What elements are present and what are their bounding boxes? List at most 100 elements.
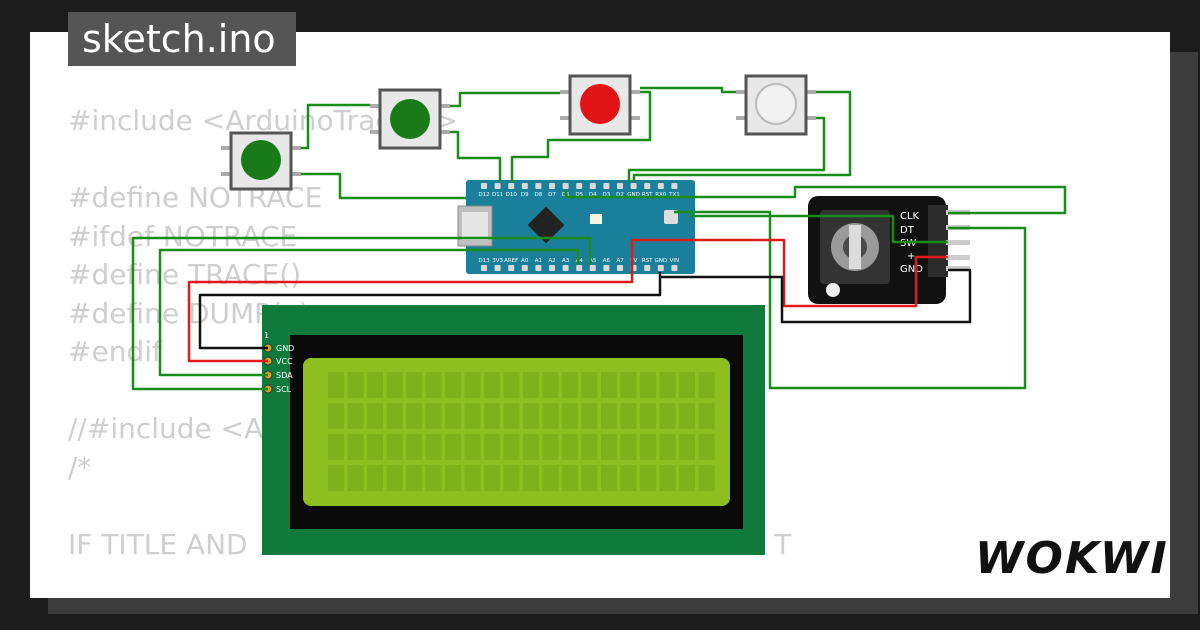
lcd-char-cell [484, 372, 500, 398]
wire [632, 90, 852, 182]
arduino-pin-label: RX0 [655, 192, 667, 198]
lcd-char-cell [659, 372, 676, 398]
lcd-char-cell [659, 465, 676, 491]
lcd-char-cell [640, 434, 656, 460]
arduino-pin-label: VIN [670, 258, 680, 264]
lcd-char-cell [347, 403, 364, 429]
rotary-encoder[interactable]: CLK DT SW + GND [808, 196, 970, 304]
wire [564, 185, 1067, 215]
encoder-shaft-flat [849, 225, 861, 269]
encoder-pin-label: GND [900, 264, 923, 275]
lcd-char-cell [425, 434, 442, 460]
lcd-cells [328, 372, 715, 491]
lcd-char-cell [620, 434, 637, 460]
arduino-pin-label: A2 [548, 258, 555, 264]
lcd-char-cell [328, 403, 344, 429]
arduino-pin [494, 265, 501, 271]
arduino-pin [549, 265, 555, 271]
arduino-pin-label: D4 [589, 192, 597, 198]
encoder-pin-label: SW [900, 238, 916, 249]
arduino-pin-label: 3V3 [492, 258, 503, 264]
sketch-title: sketch.ino [68, 12, 296, 66]
lcd-char-cell [640, 465, 656, 491]
encoder-pin [946, 266, 970, 271]
lcd-char-cell [367, 403, 383, 429]
lcd-pin-label: VCC [276, 357, 293, 366]
arduino-pin [644, 183, 651, 189]
button-cap [390, 99, 430, 139]
lcd-char-cell [679, 465, 695, 491]
lcd-char-cell [406, 434, 422, 460]
encoder-pin [946, 255, 970, 260]
lcd-char-cell [503, 465, 520, 491]
lcd-pin-label: SCL [276, 385, 292, 394]
lcd-char-cell [542, 465, 559, 491]
lcd-char-cell [484, 403, 500, 429]
lcd-char-cell [386, 372, 403, 398]
lcd-char-cell [484, 434, 500, 460]
lcd-char-cell [698, 403, 715, 429]
wire [198, 272, 662, 350]
lcd-char-cell [386, 434, 403, 460]
arduino-pin [562, 183, 569, 189]
arduino-pin-label: RST [642, 258, 653, 264]
arduino-pin-label: D2 [616, 192, 624, 198]
lcd-char-cell [445, 403, 461, 429]
lcd-char-cell [347, 372, 364, 398]
button-green-1[interactable] [221, 131, 301, 191]
arduino-pin [617, 265, 623, 271]
arduino-pin [508, 265, 515, 271]
mcu-chip [527, 206, 565, 244]
bottom-pin-header [481, 265, 678, 271]
lcd-char-cell [523, 434, 539, 460]
lcd-pin-label: SDA [276, 371, 293, 380]
wire [187, 238, 948, 363]
lcd-char-cell [484, 465, 500, 491]
lcd-char-cell [581, 403, 598, 429]
arduino-pin [630, 183, 637, 189]
encoder-pin-label: DT [900, 225, 915, 236]
lcd-char-cell [640, 403, 656, 429]
arduino-pin [603, 183, 610, 189]
arduino-pin [657, 265, 664, 271]
wire [450, 91, 560, 108]
arduino-pin-label: D13 [478, 258, 490, 264]
button-green-2[interactable] [370, 88, 450, 150]
arduino-pin [671, 183, 678, 189]
lcd-char-cell [367, 434, 383, 460]
arduino-pin-label: D9 [521, 192, 529, 198]
lcd-char-cell [542, 434, 559, 460]
arduino-pin-label: GND [654, 258, 667, 264]
arduino-pin-label: D11 [492, 192, 503, 198]
lcd-char-cell [698, 434, 715, 460]
lcd-char-cell [406, 403, 422, 429]
arduino-pin-label: 5V [630, 258, 637, 264]
button-white[interactable] [736, 74, 816, 136]
arduino-pin-label: TX1 [668, 192, 680, 198]
lcd-char-cell [620, 403, 637, 429]
arduino-pin [576, 183, 583, 189]
lcd-pin-label: 1 [264, 331, 269, 340]
encoder-pin [946, 240, 970, 245]
encoder-pin-label: + [907, 251, 915, 262]
arduino-pin-label: A3 [562, 258, 570, 264]
wire [131, 236, 592, 391]
arduino-pin [535, 265, 542, 271]
lcd-display[interactable]: 1 GND VCC SDA SCL [262, 305, 765, 555]
arduino-pin [481, 265, 487, 271]
arduino-pin-label: D3 [603, 192, 611, 198]
lcd-char-cell [698, 465, 715, 491]
arduino-pin [671, 265, 678, 271]
lcd-char-cell [659, 434, 676, 460]
lcd-char-cell [601, 403, 617, 429]
arduino-pin [576, 265, 583, 271]
lcd-char-cell [581, 465, 598, 491]
arduino-pin [562, 265, 569, 271]
arduino-pin [617, 183, 623, 189]
lcd-char-cell [562, 372, 578, 398]
arduino-pin-label: D8 [535, 192, 543, 198]
wire [674, 210, 1027, 390]
lcd-char-cell [445, 434, 461, 460]
button-red[interactable] [560, 74, 640, 136]
